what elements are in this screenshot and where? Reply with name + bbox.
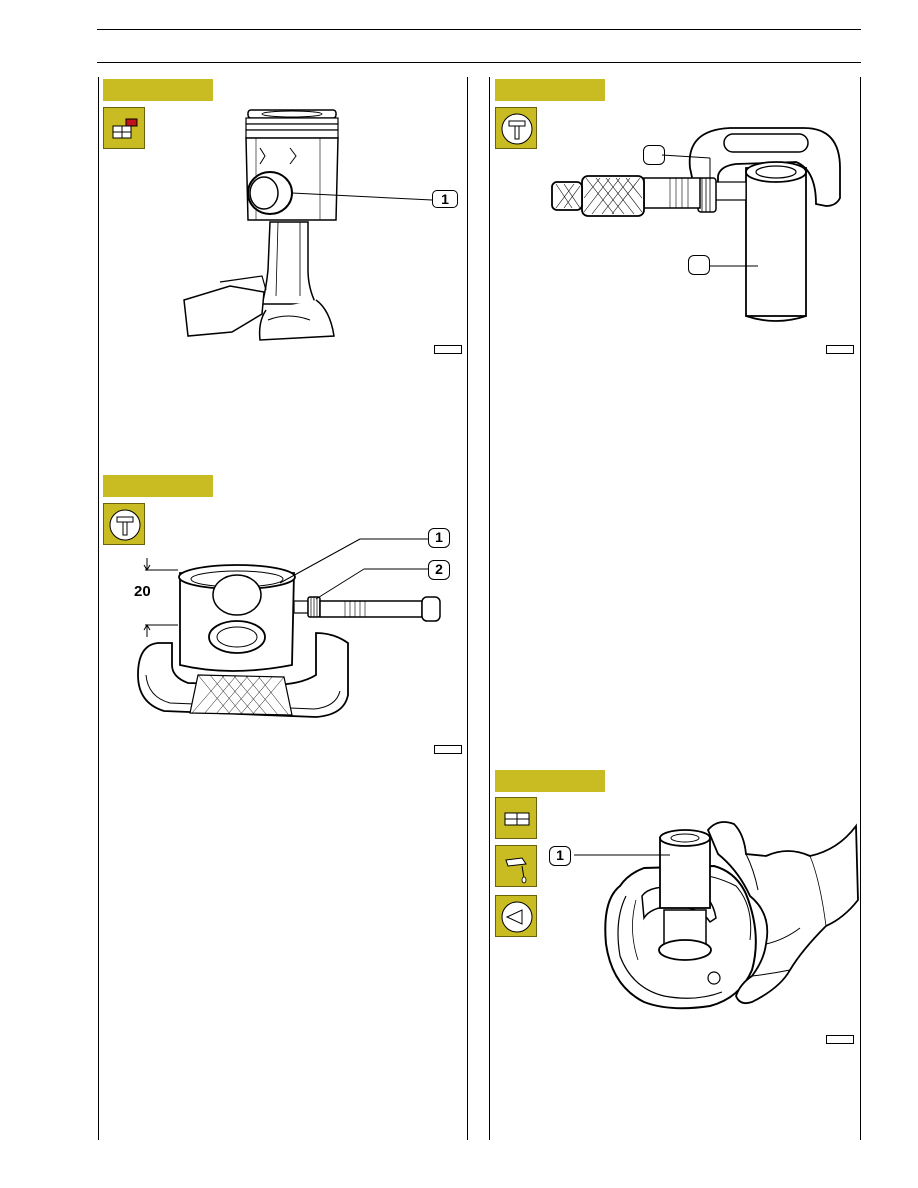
callout-label: 1	[556, 847, 564, 863]
section-tab	[495, 770, 605, 792]
header-rule-top	[97, 29, 861, 30]
micrometer-icon	[495, 107, 537, 149]
header-rule-bottom	[97, 62, 861, 63]
engine-block-icon	[103, 107, 145, 149]
visual-inspection-icon	[495, 895, 537, 937]
section-tab	[495, 79, 605, 101]
figure-number-box	[434, 745, 462, 754]
callout-1: 1	[428, 528, 450, 548]
callout-blank-1	[643, 145, 665, 165]
pin-insertion-figure	[574, 821, 859, 1010]
figure-number-box	[826, 345, 854, 354]
dimension-label: 20	[134, 583, 151, 600]
section-tab	[103, 79, 213, 101]
components-icon	[495, 797, 537, 839]
oil-can-icon	[495, 845, 537, 887]
callout-label: 1	[435, 529, 443, 545]
figure-number-box	[434, 345, 462, 354]
callout-1: 1	[432, 190, 458, 208]
callout-label: 1	[441, 191, 449, 207]
pin-micrometer-figure	[551, 127, 841, 322]
middle-column-border-right	[489, 77, 490, 1140]
callout-label: 2	[435, 561, 443, 577]
micrometer-icon	[103, 503, 145, 545]
callout-blank-2	[688, 255, 710, 275]
figure-number-box	[826, 1035, 854, 1044]
middle-column-border-left	[467, 77, 468, 1140]
piston-micrometer-figure	[137, 538, 441, 718]
callout-2: 2	[428, 560, 450, 580]
piston-connecting-rod-figure	[183, 109, 433, 341]
left-column-border	[98, 77, 99, 1140]
right-column-border	[860, 77, 861, 1140]
section-tab	[103, 475, 213, 497]
dimension-value: 20	[134, 583, 151, 600]
callout-1: 1	[549, 846, 571, 866]
